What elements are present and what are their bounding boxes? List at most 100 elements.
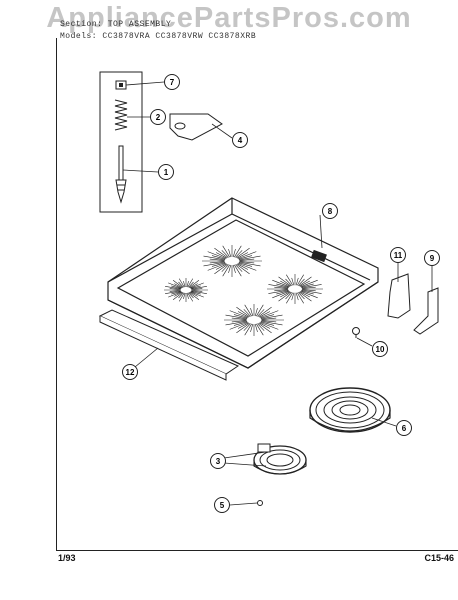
burner-ray xyxy=(236,263,250,275)
burner-ray xyxy=(234,245,242,258)
burner-ray xyxy=(191,286,207,290)
burner-ray xyxy=(171,291,182,295)
burner-ray xyxy=(286,292,294,304)
callout-circle xyxy=(164,74,180,90)
footer-date: 1/93 xyxy=(58,553,76,563)
burner-ray xyxy=(274,289,289,292)
burner-ray xyxy=(256,304,264,317)
burner-ray xyxy=(187,278,194,288)
burner-ray xyxy=(239,255,261,261)
burner-ray xyxy=(215,263,227,270)
callout-label: 1 xyxy=(164,168,169,177)
burner-ray xyxy=(257,323,265,331)
burner-ray xyxy=(244,304,252,317)
burner-ray xyxy=(291,277,295,286)
part-3-burner-element-icon xyxy=(253,443,307,475)
burner-ray xyxy=(222,245,230,258)
burner-ray xyxy=(259,310,279,318)
callout-circle xyxy=(322,203,338,219)
callout-circle xyxy=(390,247,406,263)
burner-ray xyxy=(261,320,277,323)
callout-4: 4 xyxy=(232,132,248,148)
callout-label: 7 xyxy=(170,78,175,87)
burner-ray xyxy=(191,290,207,294)
burner-ray xyxy=(209,261,225,264)
burner-ray xyxy=(238,255,253,260)
callout-label: 2 xyxy=(156,113,161,122)
part-8-cooktop-icon xyxy=(107,197,379,369)
burner-ray xyxy=(280,291,291,298)
burner-ray xyxy=(178,281,184,288)
burner-ray xyxy=(260,314,275,319)
burner-ray xyxy=(225,320,247,326)
burner-ray xyxy=(233,321,248,326)
burner-ray xyxy=(259,311,271,318)
callout-circle xyxy=(232,132,248,148)
burner-ray xyxy=(234,264,242,277)
burner-ray xyxy=(231,320,247,323)
burner-ray xyxy=(236,247,250,259)
burner-ray xyxy=(203,255,225,261)
burner-ray xyxy=(203,261,225,267)
burner-ray xyxy=(301,289,322,294)
burner-ray xyxy=(238,262,253,267)
burner-ray xyxy=(272,279,290,288)
burner-ray xyxy=(186,281,189,288)
part-7-nut-icon xyxy=(115,80,127,90)
burner-ray xyxy=(174,291,183,297)
callout-circle xyxy=(396,420,412,436)
frame-left-border xyxy=(56,38,57,550)
footer-page-number: C15-46 xyxy=(424,553,454,563)
burner-ray xyxy=(301,286,316,289)
burner-ray xyxy=(297,278,305,286)
callout-label: 6 xyxy=(402,424,407,433)
burner-ray xyxy=(237,263,257,271)
burner-ray xyxy=(169,288,181,290)
callout-label: 5 xyxy=(220,501,225,510)
burner-ray xyxy=(244,323,252,336)
burner-ray xyxy=(254,323,258,332)
callout-label: 10 xyxy=(376,345,385,354)
burner-ray xyxy=(178,292,185,302)
burner-ray xyxy=(183,281,186,288)
burner-ray xyxy=(172,280,183,288)
callout-label: 11 xyxy=(394,251,403,260)
burner-ray xyxy=(272,290,290,299)
burner-ray xyxy=(301,289,316,292)
callout-label: 3 xyxy=(216,457,221,466)
burner-ray xyxy=(229,310,249,318)
burner-ray xyxy=(276,283,289,288)
burner-ray xyxy=(237,263,249,270)
burner-ray xyxy=(257,309,265,317)
burner-ray xyxy=(165,286,181,290)
burner-ray xyxy=(189,283,198,289)
callout-2: 2 xyxy=(150,109,166,125)
burner-ray xyxy=(296,274,304,286)
burner-ray xyxy=(250,323,254,332)
burner-ray xyxy=(189,291,198,297)
burner-ray xyxy=(236,306,250,318)
burner-ray xyxy=(261,317,277,320)
burner-ray xyxy=(291,292,295,301)
models-line: Models: CC3878VRA CC3878VRW CC3878XRB xyxy=(60,32,257,41)
burner-ray xyxy=(243,309,251,317)
burner-ray xyxy=(259,322,279,330)
burner-ray xyxy=(178,292,184,299)
leader-lines xyxy=(122,81,433,506)
burner-ray xyxy=(274,286,289,289)
burner-ray xyxy=(171,285,182,289)
burner-ray xyxy=(254,308,258,317)
part-12-trim-strip-icon xyxy=(98,309,240,381)
callout-8: 8 xyxy=(322,203,338,219)
burner-ray xyxy=(297,292,305,300)
burner-ray xyxy=(239,258,255,261)
burner-ray xyxy=(189,280,200,288)
burner-ray xyxy=(186,292,189,299)
section-title: Section: TOP ASSEMBLY xyxy=(60,20,172,29)
burner-ray xyxy=(237,251,257,259)
burner-ray xyxy=(285,278,293,286)
burner-ray xyxy=(165,290,181,294)
callout-3: 3 xyxy=(210,453,226,469)
burner-ray xyxy=(190,285,201,289)
